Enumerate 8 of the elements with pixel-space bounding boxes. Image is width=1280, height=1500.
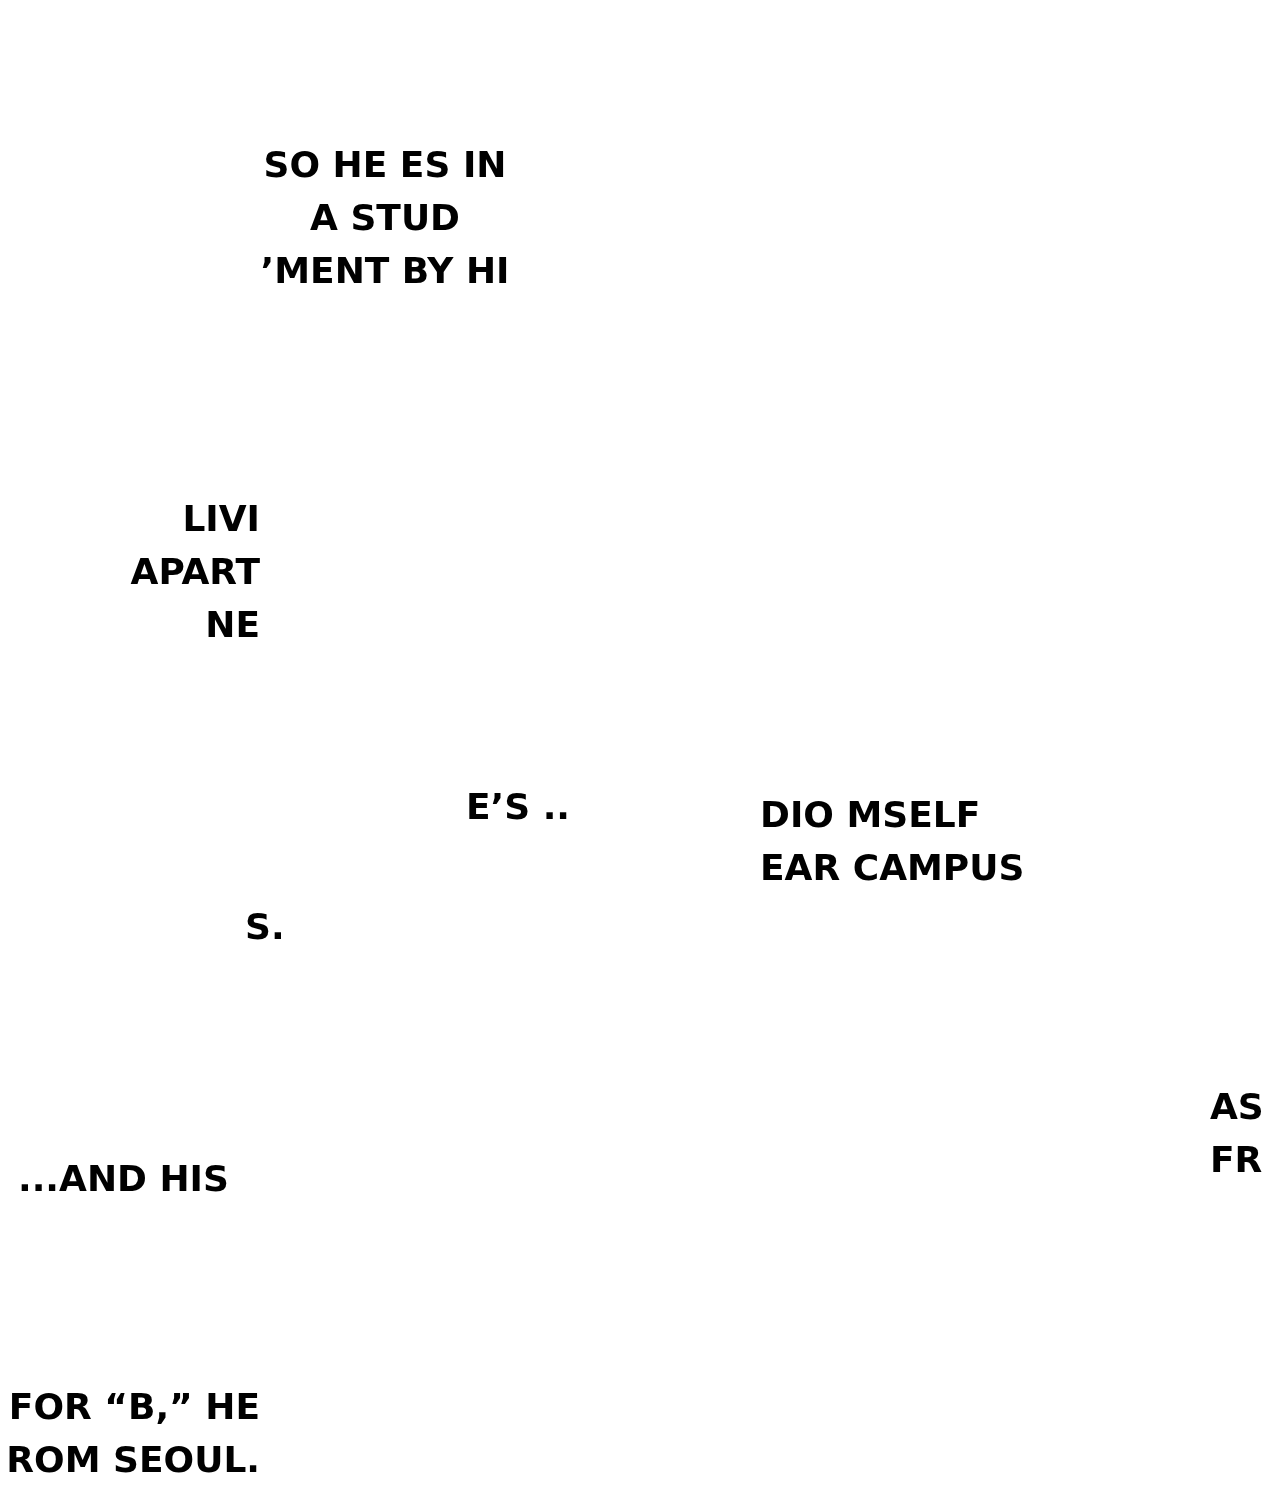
caption-text: E’S ..	[464, 785, 570, 829]
caption-text: DIO MSELF EAR CAMPUS	[760, 793, 1026, 890]
caption-text: ...AND HIS	[18, 1157, 230, 1201]
caption-text: AS FR	[1210, 1085, 1265, 1182]
caption-text: FOR “B,” HE ROM SEOUL.	[5, 1385, 260, 1482]
caption-text: S.	[245, 905, 286, 949]
caption-text: SO HE ES IN A STUD ’MENT BY HI	[259, 143, 511, 293]
caption-text: LIVI APART NE	[129, 497, 260, 647]
